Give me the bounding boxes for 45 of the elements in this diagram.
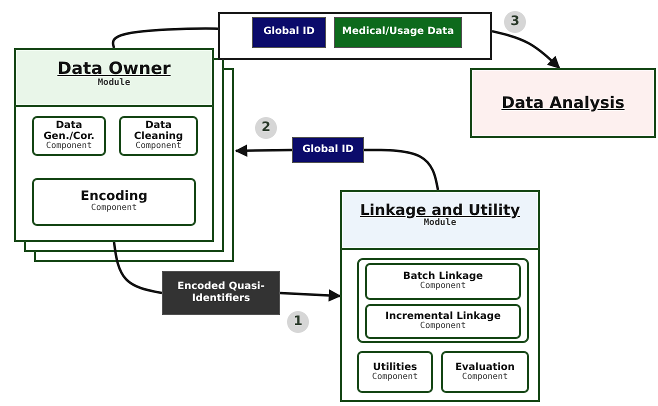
empty-box [357,258,529,343]
data-tag [252,17,326,48]
component-title: Incremental Linkage [385,311,501,322]
step-number: 2 [255,117,277,139]
connector-arrow [234,144,292,157]
analysis-box [470,68,656,138]
step-number: 3 [504,11,526,33]
component-box [365,304,521,339]
module-box [340,190,540,402]
module-title: Linkage and Utility [360,202,520,218]
data-tag [162,271,280,315]
component-subtitle: Component [46,142,92,152]
component-box [119,116,198,156]
component-subtitle: Component [420,322,466,332]
module-title: Data Owner [57,60,171,79]
component-title: Data Gen./Cor. [42,120,96,142]
component-subtitle: Component [135,142,182,152]
empty-box [218,12,492,60]
component-subtitle: Component [372,372,418,382]
component-title: Utilities [372,362,418,373]
tag-text: Global ID [262,26,316,39]
component-box [365,263,521,300]
component-subtitle: Component [420,282,466,292]
analysis-title: Data Analysis [501,94,625,112]
connector-arrow [280,289,342,302]
component-box [32,178,196,226]
component-box [441,351,529,393]
module-box [14,48,214,242]
component-title: Encoding [80,190,148,204]
component-title: Batch Linkage [403,271,483,282]
tag-text: Global ID [301,144,355,156]
component-box [357,351,433,393]
module-subtitle: Module [424,218,456,228]
component-box [32,116,106,156]
component-title: Evaluation [455,362,515,373]
step-number: 1 [287,311,309,333]
component-subtitle: Component [462,372,508,382]
component-subtitle: Component [90,204,138,214]
tag-text: Encoded Quasi-Identifiers [176,280,266,306]
data-tag [292,137,364,163]
module-subtitle: Module [98,78,130,89]
tag-text: Medical/Usage Data [341,26,455,39]
data-tag [334,17,462,48]
connector-arrow [492,30,560,69]
component-title: Data Cleaning [132,120,184,142]
